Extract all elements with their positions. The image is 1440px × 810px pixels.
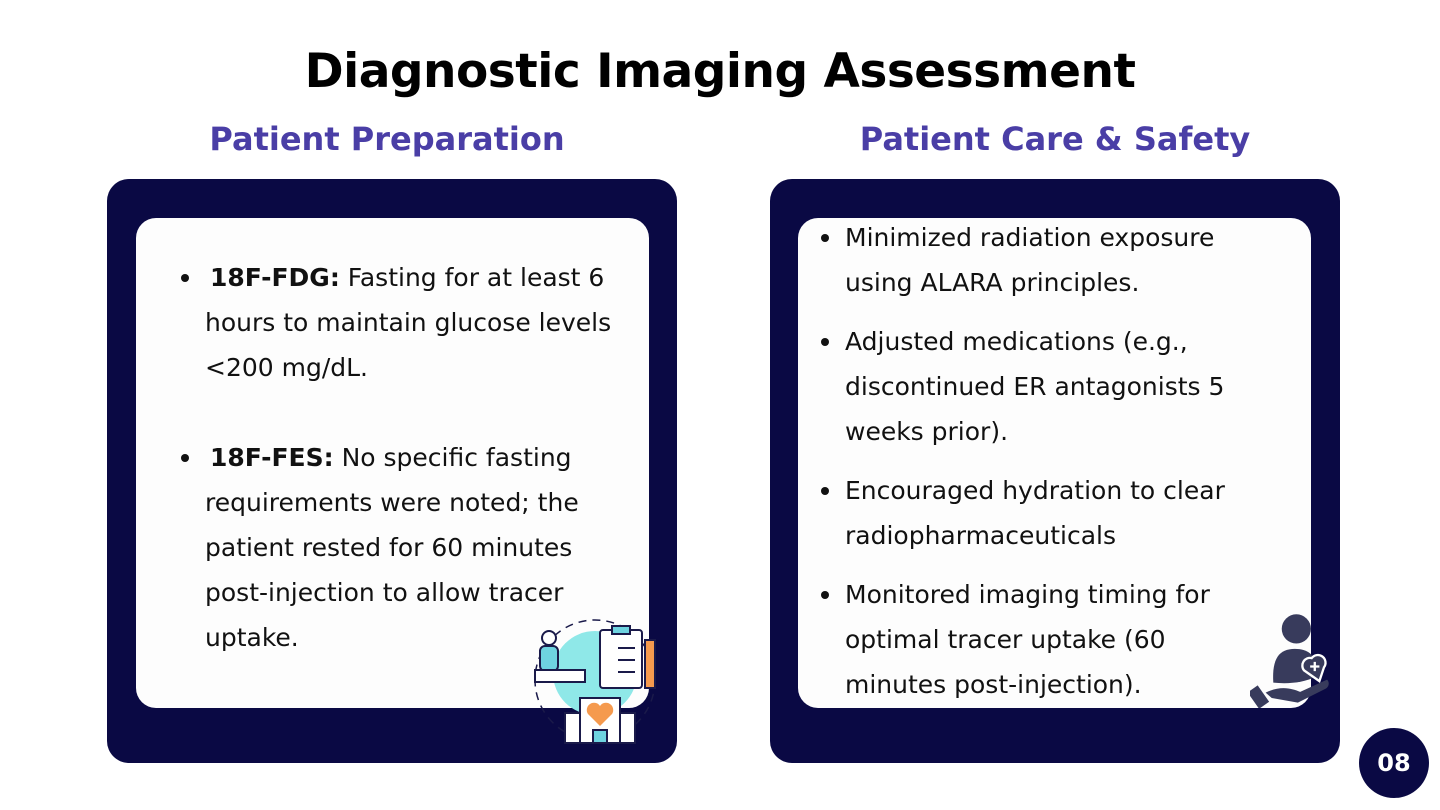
page-title: Diagnostic Imaging Assessment xyxy=(304,44,1136,99)
caring-hand-heart-icon xyxy=(1250,614,1329,708)
list-item: Adjusted medications (e.g., discontinued… xyxy=(821,319,1285,454)
item-text: No specific fasting requirements were no… xyxy=(205,443,579,652)
item-text: Fasting for at least 6 hours to maintain… xyxy=(205,263,612,382)
item-label: 18F-FES: xyxy=(210,443,334,472)
list-item: 18F-FDG: Fasting for at least 6 hours to… xyxy=(181,255,635,390)
care-list: Minimized radiation exposure using ALARA… xyxy=(821,215,1285,707)
patient-preparation-heading: Patient Preparation xyxy=(209,120,565,158)
list-item: 18F-FES: No specific fasting requirement… xyxy=(181,435,635,660)
item-label: 18F-FDG: xyxy=(210,263,340,292)
preparation-list: 18F-FDG: Fasting for at least 6 hours to… xyxy=(181,255,635,660)
hospital-care-illustration-icon xyxy=(534,619,656,744)
page-number-badge: 08 xyxy=(1359,728,1429,798)
list-item: Monitored imaging timing for optimal tra… xyxy=(821,572,1245,707)
patient-preparation-panel xyxy=(136,218,649,708)
list-item: Minimized radiation exposure using ALARA… xyxy=(821,215,1285,305)
list-item: Encouraged hydration to clear radiopharm… xyxy=(821,468,1285,558)
patient-care-panel xyxy=(798,218,1311,708)
patient-care-heading: Patient Care & Safety xyxy=(859,120,1251,158)
